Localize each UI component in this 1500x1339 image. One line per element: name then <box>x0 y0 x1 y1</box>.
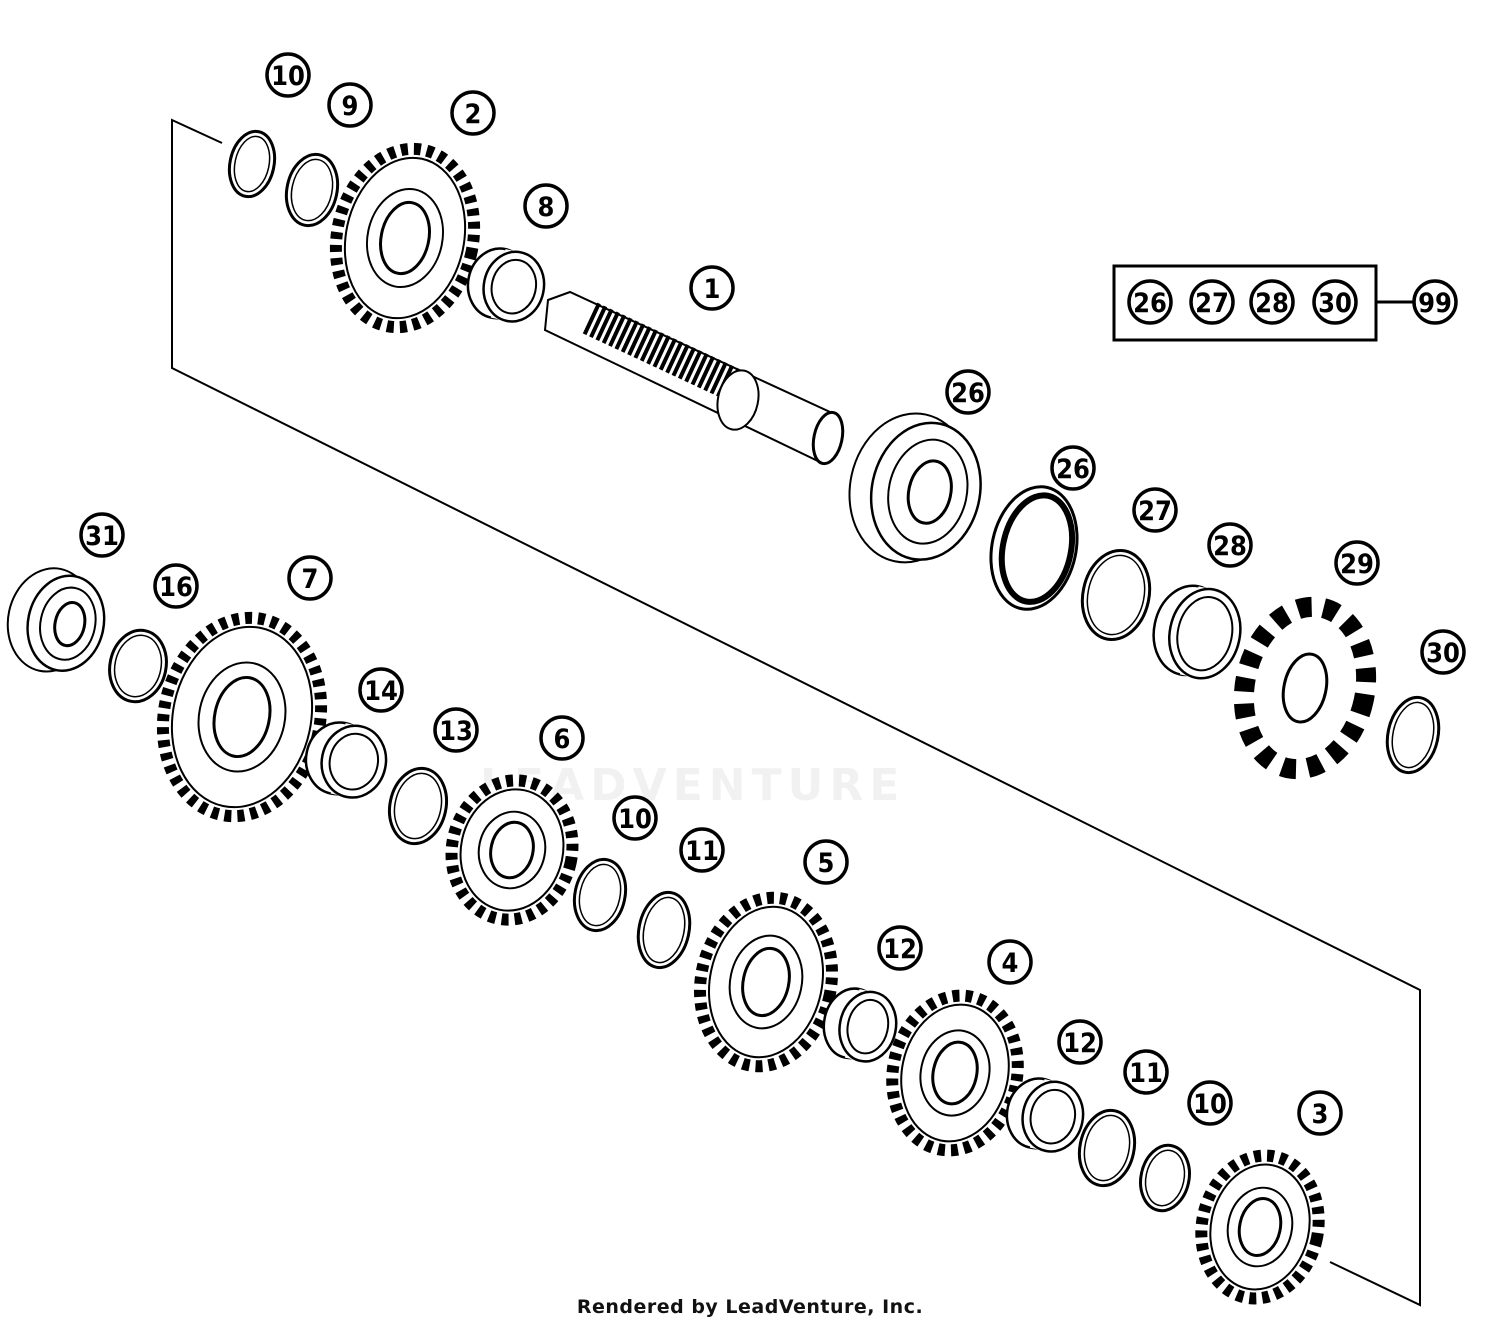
callout-29: 29 <box>1334 540 1380 586</box>
callout-number: 7 <box>302 564 319 595</box>
callout-number: 6 <box>554 724 571 755</box>
callout-number: 31 <box>85 521 119 552</box>
callout-number: 14 <box>364 676 398 707</box>
callout-30: 30 <box>1420 629 1466 675</box>
bearing-part <box>848 412 982 564</box>
callout-number: 30 <box>1426 638 1460 669</box>
callout-number: 1 <box>704 274 721 305</box>
callout-4: 4 <box>987 939 1033 985</box>
callout-number: 11 <box>1129 1058 1163 1089</box>
callout-26: 26 <box>945 369 991 415</box>
callout-number: 29 <box>1340 549 1374 580</box>
callout-number: 11 <box>685 836 719 867</box>
assembly-frame-line <box>171 118 1421 1307</box>
shaft-part <box>543 290 845 466</box>
ring-part <box>387 766 449 846</box>
callout-10: 10 <box>1187 1080 1233 1126</box>
callout-31: 31 <box>79 512 125 558</box>
callout-28: 28 <box>1207 522 1253 568</box>
gear-part <box>886 989 1024 1157</box>
callout-number: 10 <box>1193 1089 1227 1120</box>
ring-part <box>227 129 277 199</box>
bushing-part <box>822 987 898 1063</box>
callout-number: 28 <box>1255 288 1289 319</box>
callout-2: 2 <box>450 90 496 136</box>
kit-member-callout: 27 <box>1189 279 1235 325</box>
ring-part <box>636 890 692 970</box>
callout-27: 27 <box>1132 487 1178 533</box>
seal-part <box>989 485 1079 611</box>
credit-text: Rendered by LeadVenture, Inc. <box>576 1296 924 1318</box>
ring-part <box>1139 1143 1191 1213</box>
gear-part <box>694 891 838 1073</box>
gear-part <box>156 611 328 823</box>
bushing-part <box>304 721 388 799</box>
callout-9: 9 <box>327 82 373 128</box>
callout-12: 12 <box>877 925 923 971</box>
callout-13: 13 <box>433 707 479 753</box>
callout-number: 10 <box>618 804 652 835</box>
callout-16: 16 <box>153 563 199 609</box>
ring-part <box>1077 1108 1137 1188</box>
kit-number-callout: 99 <box>1412 279 1458 325</box>
callout-26: 26 <box>1050 445 1096 491</box>
callout-5: 5 <box>803 839 849 885</box>
ring-part <box>1080 548 1152 642</box>
callout-14: 14 <box>358 667 404 713</box>
callout-10: 10 <box>265 52 311 98</box>
ring-part <box>284 152 340 228</box>
callout-number: 4 <box>1002 948 1019 979</box>
callout-12: 12 <box>1057 1019 1103 1065</box>
bushing-part <box>1005 1077 1085 1153</box>
callout-number: 99 <box>1418 288 1452 319</box>
callout-3: 3 <box>1297 1090 1343 1136</box>
kit-member-callout: 26 <box>1127 279 1173 325</box>
callout-1: 1 <box>689 265 735 311</box>
ring-part <box>572 857 628 933</box>
callout-number: 13 <box>439 716 473 747</box>
gear-part <box>1195 1149 1325 1305</box>
callout-number: 26 <box>1133 288 1167 319</box>
callout-number: 27 <box>1138 496 1172 527</box>
callout-8: 8 <box>523 183 569 229</box>
callout-10: 10 <box>612 795 658 841</box>
callout-number: 12 <box>883 934 917 965</box>
callout-7: 7 <box>287 555 333 601</box>
callout-number: 26 <box>951 378 985 409</box>
callout-number: 30 <box>1318 288 1352 319</box>
callout-6: 6 <box>539 715 585 761</box>
callout-number: 3 <box>1312 1099 1329 1130</box>
callout-number: 28 <box>1213 531 1247 562</box>
callout-number: 10 <box>271 61 305 92</box>
bearing-part <box>6 567 106 673</box>
callout-number: 9 <box>342 91 359 122</box>
callout-number: 16 <box>159 572 193 603</box>
kit-member-callout: 28 <box>1249 279 1295 325</box>
gear-part <box>445 774 579 926</box>
callout-number: 12 <box>1063 1028 1097 1059</box>
bushing-part <box>1152 584 1242 680</box>
callout-number: 27 <box>1195 288 1229 319</box>
callout-number: 2 <box>465 99 482 130</box>
callout-11: 11 <box>1123 1049 1169 1095</box>
sprocket-part <box>1233 596 1377 780</box>
ring-part <box>108 628 168 704</box>
kit-member-callout: 30 <box>1312 279 1358 325</box>
callout-number: 26 <box>1056 454 1090 485</box>
bushing-part <box>466 247 546 323</box>
gear-part <box>329 142 481 334</box>
callout-number: 8 <box>538 192 555 223</box>
callout-number: 5 <box>818 848 835 879</box>
ring-part <box>1385 695 1441 775</box>
callout-11: 11 <box>679 827 725 873</box>
